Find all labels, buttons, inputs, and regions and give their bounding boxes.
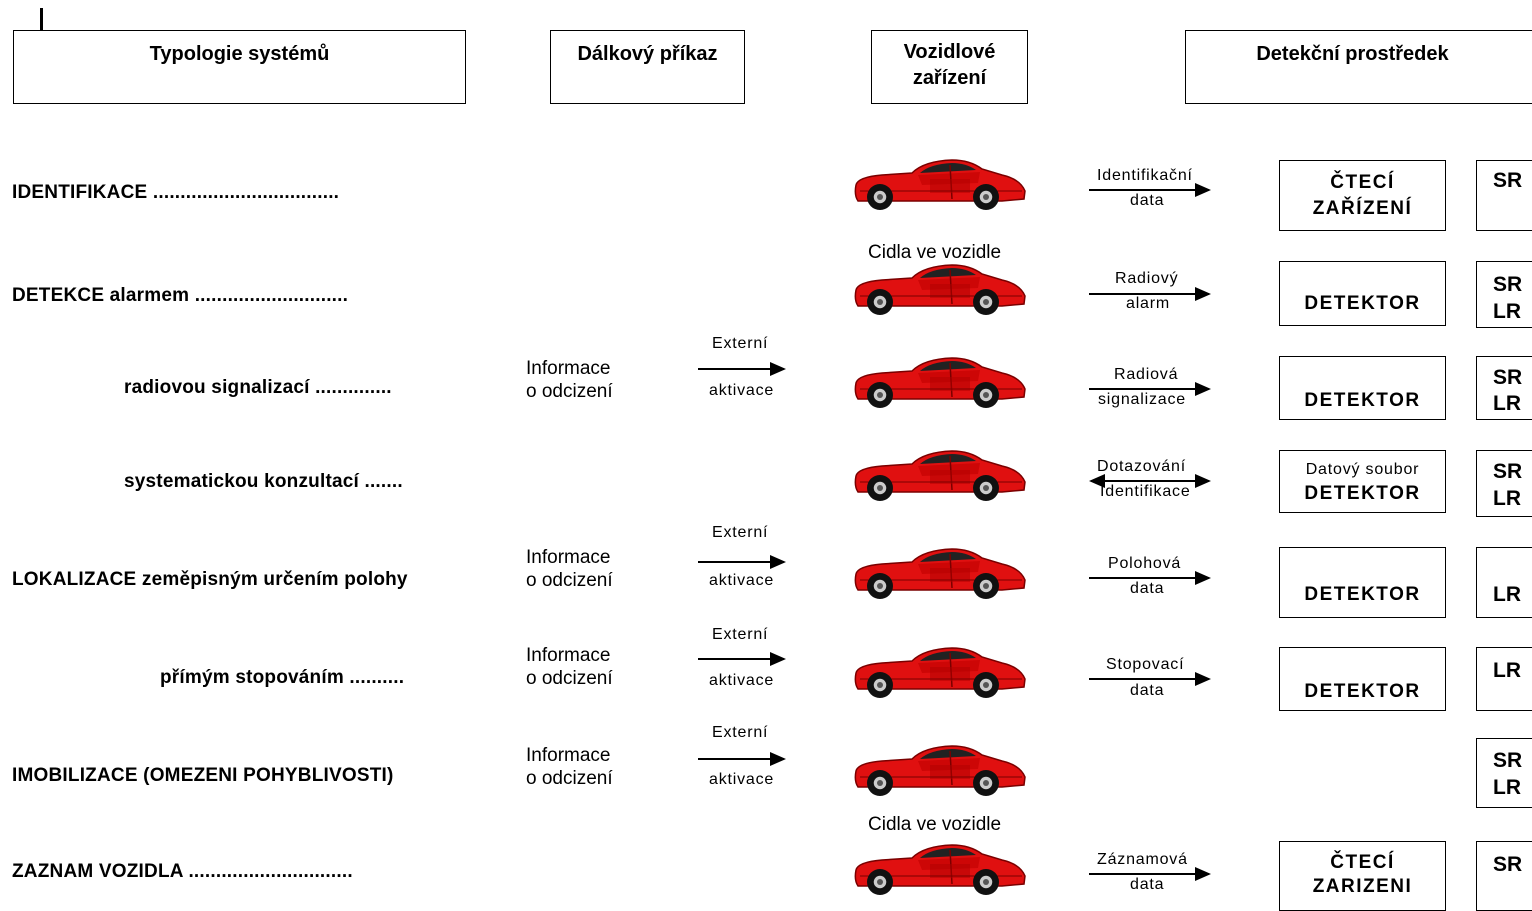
detector-box: DETEKTOR: [1279, 261, 1446, 326]
data-label-bottom: data: [1130, 876, 1165, 893]
row-label-identification: IDENTIFIKACE ...........................…: [12, 182, 340, 203]
range-box: LR: [1476, 547, 1532, 618]
data-arrow: [1089, 867, 1211, 881]
data-label-top: Polohová: [1108, 555, 1182, 572]
detector-box: DETEKTOR: [1279, 356, 1446, 420]
detector-box: DETEKTOR: [1279, 647, 1446, 711]
range-box: SR: [1476, 160, 1532, 231]
car-icon: [854, 647, 1026, 699]
activation-arrow: [698, 752, 786, 766]
activation-label: aktivace: [709, 572, 775, 589]
data-label-top: Radiová: [1114, 366, 1179, 383]
data-arrow: [1089, 672, 1211, 686]
data-label-bottom: signalizace: [1098, 391, 1186, 408]
header-typology: Typologie systémů: [13, 30, 466, 104]
data-arrow: [1089, 571, 1211, 585]
row-label-alarm-detection: DETEKCE alarmem ........................…: [12, 285, 349, 306]
data-label-top: Stopovací: [1106, 656, 1185, 673]
row-label-localization: LOKALIZACE zeměpisným určením polohy: [12, 569, 408, 590]
car-icon: [854, 264, 1026, 316]
data-label-bottom: data: [1130, 192, 1165, 209]
activation-label: aktivace: [709, 382, 775, 399]
activation-arrow: [698, 555, 786, 569]
external-label: Externí: [712, 626, 769, 643]
row-label-radio-signal: radiovou signalizací ..............: [124, 377, 392, 398]
text-cursor: [40, 8, 43, 30]
row-label-direct-tracking: přímým stopováním ..........: [160, 667, 405, 688]
car-icon: [854, 159, 1026, 211]
external-label: Externí: [712, 335, 769, 352]
data-label-top: Záznamová: [1097, 851, 1188, 868]
activation-label: aktivace: [709, 771, 775, 788]
data-label-bottom: Identifikace: [1100, 483, 1191, 500]
sensor-caption: Cidla ve vozidle: [868, 814, 1002, 835]
car-icon: [854, 450, 1026, 502]
data-label-top: Identifikační: [1097, 167, 1193, 184]
detector-box: DETEKTOR: [1279, 547, 1446, 618]
activation-arrow: [698, 652, 786, 666]
car-icon: [854, 745, 1026, 797]
data-arrow: [1089, 382, 1211, 396]
car-icon: [854, 357, 1026, 409]
car-icon: [854, 844, 1026, 896]
car-icon: [854, 548, 1026, 600]
row-label-immobilization: IMOBILIZACE (OMEZENI POHYBLIVOSTI): [12, 765, 394, 786]
data-label-bottom: data: [1130, 580, 1165, 597]
header-remote-command: Dálkový příkaz: [550, 30, 745, 104]
activation-arrow: [698, 362, 786, 376]
external-label: Externí: [712, 524, 769, 541]
row-label-systematic-consultation: systematickou konzultací .......: [124, 471, 403, 492]
external-label: Externí: [712, 724, 769, 741]
activation-label: aktivace: [709, 672, 775, 689]
sensor-caption: Cidla ve vozidle: [868, 242, 1002, 263]
data-label-top: Dotazování: [1097, 458, 1186, 475]
data-label-bottom: alarm: [1126, 295, 1171, 312]
data-arrow: [1089, 287, 1211, 301]
range-box: LR: [1476, 647, 1532, 711]
header-detection-means: Detekční prostředek: [1185, 30, 1532, 104]
data-label-bottom: data: [1130, 682, 1165, 699]
range-box: SR: [1476, 841, 1532, 911]
data-arrow: [1089, 183, 1211, 197]
bidirectional-data-arrow: [1089, 474, 1211, 488]
data-label-top: Radiový: [1115, 270, 1179, 287]
row-label-vehicle-record: ZAZNAM VOZIDLA .........................…: [12, 861, 353, 882]
